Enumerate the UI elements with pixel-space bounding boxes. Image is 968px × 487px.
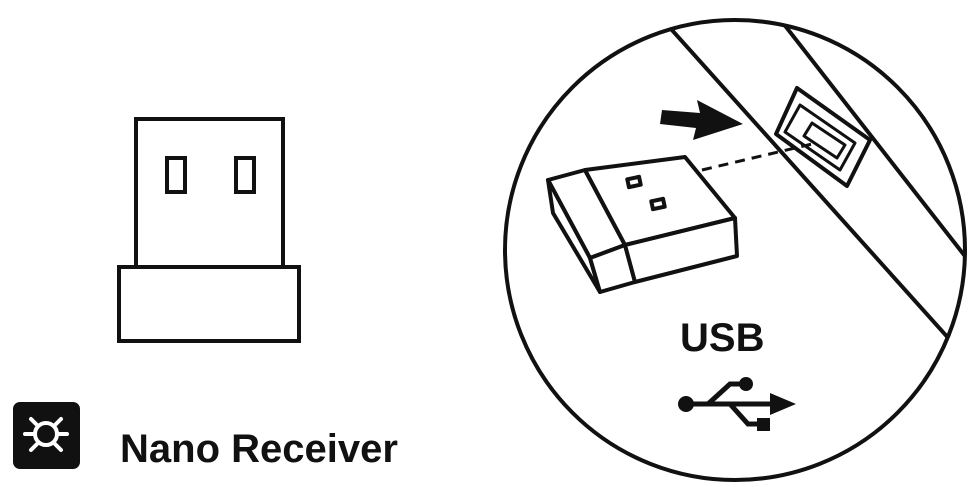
nano-receiver-label: Nano Receiver bbox=[120, 427, 398, 471]
nano-receiver-perspective bbox=[546, 155, 739, 294]
connector-contact-right bbox=[234, 156, 256, 194]
detail-view bbox=[503, 18, 967, 482]
detail-circle bbox=[503, 18, 967, 482]
laptop-edge-outer bbox=[643, 20, 965, 362]
usb-port bbox=[774, 86, 872, 188]
receiver-symbol-icon bbox=[13, 402, 80, 469]
usb-label: USB bbox=[680, 316, 765, 360]
laptop-edge-inner bbox=[763, 20, 965, 262]
connector-contact-left bbox=[165, 156, 187, 194]
insert-guide-line bbox=[701, 142, 813, 172]
nano-receiver-front-view bbox=[117, 117, 301, 343]
arrow-right-icon bbox=[660, 100, 743, 140]
usb-trident-icon bbox=[678, 377, 796, 431]
receiver-connector bbox=[134, 117, 285, 269]
receiver-body bbox=[117, 265, 301, 343]
